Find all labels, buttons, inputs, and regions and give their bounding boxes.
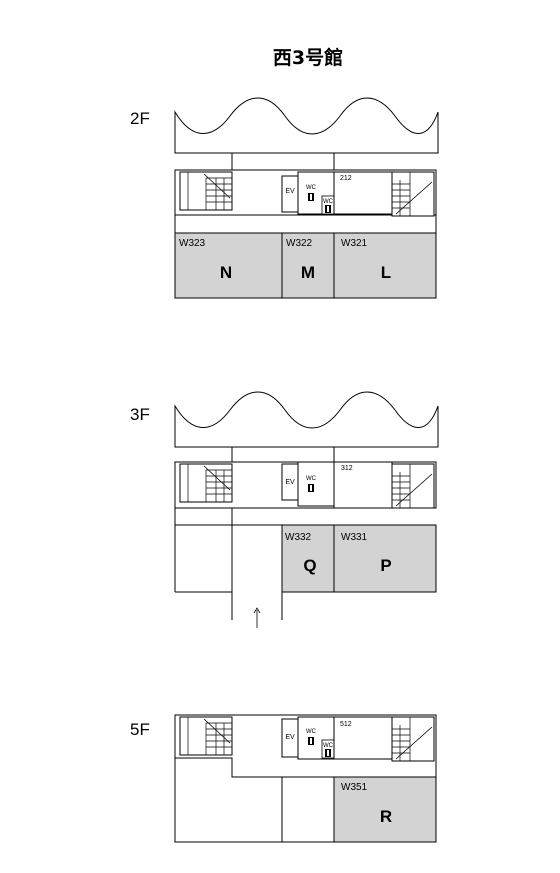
room-number-2f: 212 — [340, 175, 352, 182]
wc-label-2f: WC — [306, 185, 317, 191]
ev-label-3f: EV — [285, 479, 295, 486]
room-number-5f: 512 — [340, 721, 352, 728]
ev-label-5f: EV — [285, 734, 295, 741]
floor-5f: 5F EV WC WC 512 W351 R — [130, 714, 437, 843]
wc-label-5f: WC — [306, 729, 317, 735]
floor-label-2f: 2F — [130, 109, 150, 128]
room-letter-l: L — [381, 263, 391, 282]
wc2-label-2f: WC — [323, 199, 334, 205]
room-code-w351: W351 — [341, 782, 368, 793]
room-letter-q: Q — [303, 556, 316, 575]
room-letter-m: M — [301, 263, 315, 282]
floor-3f: 3F EV WC 312 W332 Q W331 P — [130, 391, 439, 628]
room-letter-n: N — [220, 263, 232, 282]
floor-label-5f: 5F — [130, 720, 150, 739]
room-number-3f: 312 — [341, 465, 353, 472]
wc2-label-5f: WC — [323, 743, 334, 749]
floor-2f: 2F EV WC WC 212 W323 N W322 M W321 L — [130, 97, 439, 299]
room-code-w331: W331 — [341, 532, 368, 543]
wc-label-3f: WC — [306, 476, 317, 482]
ev-label-2f: EV — [285, 188, 295, 195]
room-code-w323: W323 — [179, 238, 206, 249]
floor-label-3f: 3F — [130, 405, 150, 424]
room-code-w322: W322 — [286, 238, 313, 249]
room-letter-p: P — [380, 556, 391, 575]
room-code-w332: W332 — [285, 532, 312, 543]
building-title: 西3号館 — [273, 46, 343, 69]
room-letter-r: R — [380, 807, 392, 826]
room-code-w321: W321 — [341, 238, 368, 249]
